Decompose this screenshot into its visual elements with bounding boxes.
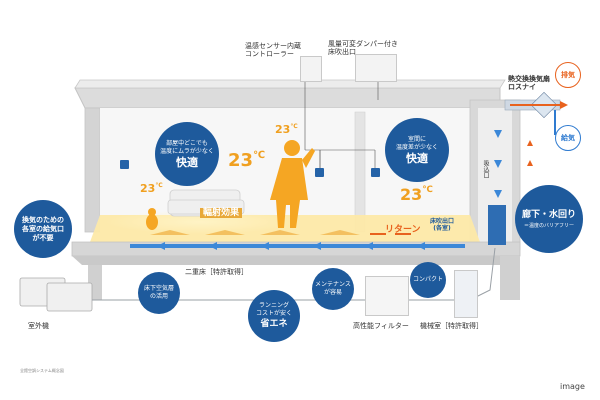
hall-arrow bbox=[494, 190, 502, 198]
radiant-label: 輻射効果 bbox=[200, 208, 243, 218]
roof-slab bbox=[74, 87, 501, 109]
outdoor-unit bbox=[19, 277, 93, 312]
airflow-arrow bbox=[313, 242, 321, 250]
floor-outlet-label: 床吹出口 (各室) bbox=[430, 218, 455, 232]
damper-photo bbox=[355, 54, 397, 82]
exhaust-arrow bbox=[527, 140, 533, 146]
comfort-right-bubble: 室間に 温度差が少なく 快適 bbox=[385, 118, 449, 182]
compact-bubble: コンパクト bbox=[410, 262, 446, 298]
hallway-airflow bbox=[494, 130, 533, 198]
running-cost-bubble: ランニング コストが安く 省エネ bbox=[248, 290, 300, 342]
controller-photo bbox=[300, 56, 322, 82]
controller-label: 温感センサー内蔵 コントローラー bbox=[245, 42, 301, 58]
heat-exchanger-label: 熱交換換気扇 ロスナイ bbox=[508, 75, 550, 91]
diagram-caption: 全館空調システム概念図 bbox=[20, 368, 64, 373]
airflow-arrow bbox=[417, 242, 425, 250]
supply-badge: 給気 bbox=[555, 125, 581, 151]
under-floor-bubble: 床下空気層 の活用 bbox=[138, 272, 180, 314]
comfort-left-bubble: 部屋中どこでも 温度にムラが少なく 快適 bbox=[155, 122, 219, 186]
floor-vents bbox=[150, 230, 360, 235]
temp-right: 23℃ bbox=[400, 185, 433, 204]
temp-left-small: 23℃ bbox=[140, 182, 163, 195]
left-wall bbox=[84, 107, 101, 233]
watermark: image bbox=[560, 382, 585, 391]
return-label: リターン bbox=[385, 225, 421, 235]
damper-label: 風量可変ダンパー付き 床吹出口 bbox=[328, 40, 398, 56]
filter-label: 高性能フィルター bbox=[353, 322, 409, 330]
hall-arrow bbox=[494, 130, 502, 138]
airflow-arrow bbox=[365, 242, 373, 250]
temp-center: 23℃ bbox=[228, 150, 266, 171]
maintenance-bubble: メンテナンス が容易 bbox=[312, 268, 354, 310]
controller-left bbox=[315, 168, 324, 177]
controller-right bbox=[371, 168, 380, 177]
no-vent-bubble: 換気のための 各室の給気口 が不要 bbox=[14, 200, 72, 258]
filter-photo bbox=[365, 276, 409, 316]
exhaust-badge: 排気 bbox=[555, 62, 581, 88]
double-floor-label: 二重床［特許取得］ bbox=[185, 268, 248, 276]
intake-label: 吸込口 bbox=[482, 160, 489, 178]
person-illustration bbox=[270, 140, 315, 228]
underfloor-airflow bbox=[130, 244, 465, 248]
machine-unit bbox=[488, 205, 506, 245]
barrier-free-bubble: 廊下・水回り ＝温度のバリアフリー bbox=[515, 185, 583, 253]
machine-photo bbox=[454, 270, 478, 318]
partition-wall bbox=[354, 111, 366, 233]
airflow-arrow bbox=[157, 242, 165, 250]
airflow-arrow bbox=[209, 242, 217, 250]
hall-arrow bbox=[494, 160, 502, 168]
outdoor-unit-label: 室外機 bbox=[28, 322, 49, 330]
exhaust-arrow bbox=[527, 160, 533, 166]
machine-room-label: 機械室［特許取得］ bbox=[420, 322, 483, 330]
cat-illustration bbox=[146, 208, 158, 230]
temp-top: 23℃ bbox=[275, 123, 298, 136]
airflow-arrow bbox=[261, 242, 269, 250]
